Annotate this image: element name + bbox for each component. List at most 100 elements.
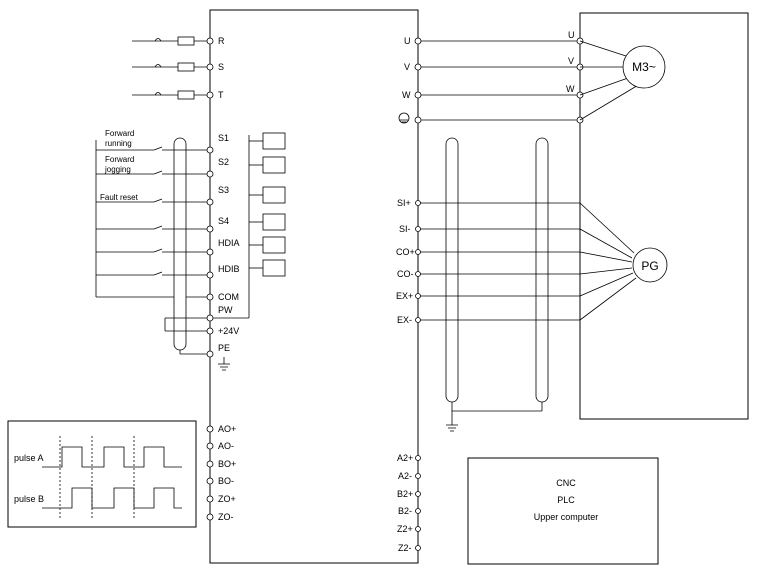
terminal-label-bo-plus: BO+ [218, 459, 236, 469]
host-line-cnc: CNC [556, 478, 576, 488]
motor-terminal-v: V [568, 56, 574, 66]
function-forward-jogging-1: Forward [105, 155, 134, 164]
optocoupler-icon [262, 236, 286, 254]
pulse-box [7, 420, 197, 528]
serial-label-b2-minus: B2- [398, 506, 412, 516]
terminal-label-zo-plus: ZO+ [218, 494, 236, 504]
function-forward-running-2: running [105, 139, 132, 148]
encoder-label-ex-minus: EX- [397, 315, 412, 325]
terminal-label-com: COM [218, 292, 239, 302]
pulse-a-label: pulse A [14, 453, 44, 463]
input-hdia: HDIA [96, 238, 240, 256]
terminal-t [206, 91, 214, 99]
terminal-hdia [206, 248, 214, 256]
motor-box [579, 12, 749, 420]
input-s4: S4 [96, 216, 229, 233]
terminal-label-pw: PW [218, 305, 233, 315]
encoder-label-co-minus: CO- [397, 269, 414, 279]
optocoupler-icon [262, 132, 286, 150]
terminal-label-r: R [218, 36, 225, 46]
switch-icon [153, 225, 210, 230]
common-terminals: COM PW +24V PE [164, 292, 239, 563]
terminal-label-s1: S1 [218, 133, 229, 143]
optocoupler-icon [262, 186, 286, 204]
encoder-label-si-plus: SI+ [397, 198, 411, 208]
terminal-label-s3: S3 [218, 185, 229, 195]
output-label-u: U [404, 36, 411, 46]
input-s3: S3 [96, 185, 229, 206]
optocoupler-icon [262, 259, 286, 277]
terminal-label-t: T [218, 90, 224, 100]
motor-terminal-u: U [568, 30, 575, 40]
encoder-label: PG [641, 259, 658, 273]
resistor-icon [177, 36, 195, 46]
terminal-label-hdib: HDIB [218, 264, 240, 274]
ground-icon [398, 112, 410, 124]
pulse-b-waveform [42, 487, 182, 509]
ground-icon [218, 363, 230, 371]
terminal-s4 [206, 225, 214, 233]
output-label-v: V [404, 62, 410, 72]
terminal-s2 [206, 170, 214, 178]
motor-output-wiring: U V W U V W [398, 30, 641, 124]
encoder-wiring: SI+ SI- CO+ CO- EX+ EX- [396, 137, 637, 432]
pulse-a-waveform [42, 446, 182, 468]
fuse-icon [154, 64, 162, 68]
resistor-icon [177, 90, 195, 100]
analog-outputs: AO+ AO- BO+ BO- ZO+ ZO- [206, 424, 236, 522]
output-label-w: W [402, 90, 411, 100]
power-input-s: S [132, 62, 224, 72]
motor-terminal-w: W [566, 84, 575, 94]
function-forward-running-1: Forward [105, 129, 134, 138]
terminal-label-ao-plus: AO+ [218, 424, 236, 434]
switch-icon [153, 248, 210, 253]
input-hdib: HDIB [96, 264, 240, 279]
function-fault-reset: Fault reset [100, 193, 139, 202]
serial-label-z2-minus: Z2- [398, 543, 412, 553]
switch-icon [153, 170, 210, 175]
terminal-com [206, 293, 214, 301]
input-s1: S1 [96, 133, 229, 154]
terminal-s1 [206, 146, 214, 154]
shield-icon [535, 137, 549, 403]
terminal-s3 [206, 198, 214, 206]
optocoupler-icon [262, 213, 286, 231]
switch-icon [153, 146, 210, 151]
fuse-icon [154, 38, 162, 42]
input-s2: S2 [96, 157, 229, 178]
fuse-icon [154, 92, 162, 96]
serial-label-a2-minus: A2- [398, 471, 412, 481]
terminal-label-pe: PE [218, 343, 230, 353]
terminal-pw [206, 314, 214, 322]
terminal-label-zo-minus: ZO- [218, 512, 234, 522]
serial-label-a2-plus: A2+ [397, 453, 413, 463]
power-input-t: T [132, 90, 224, 100]
terminal-pe [206, 350, 214, 358]
terminal-label-bo-minus: BO- [218, 476, 234, 486]
host-line-plc: PLC [557, 495, 575, 505]
motor-icon [622, 45, 666, 89]
switch-icon [153, 271, 210, 276]
serial-label-b2-plus: B2+ [397, 489, 413, 499]
terminal-label-24v: +24V [218, 326, 239, 336]
terminal-label-s: S [218, 62, 224, 72]
encoder-label-co-plus: CO+ [396, 247, 415, 257]
terminal-s [206, 63, 214, 71]
pulse-b-label: pulse B [14, 494, 44, 504]
serial-terminals: A2+ A2- B2+ B2- Z2+ Z2- [397, 453, 421, 553]
encoder-label-ex-plus: EX+ [396, 291, 413, 301]
shield-icon [445, 137, 459, 403]
terminal-label-s4: S4 [218, 216, 229, 226]
serial-label-z2-plus: Z2+ [397, 524, 413, 534]
encoder-icon [632, 247, 668, 283]
resistor-icon [177, 62, 195, 72]
terminal-r [206, 37, 214, 45]
host-box [467, 457, 659, 565]
terminal-label-hdia: HDIA [218, 238, 240, 248]
inverter-box [209, 9, 419, 564]
terminal-label-s2: S2 [218, 157, 229, 167]
ground-icon [446, 424, 458, 432]
optocoupler-icon [262, 156, 286, 174]
host-line-upper-computer: Upper computer [534, 512, 599, 522]
